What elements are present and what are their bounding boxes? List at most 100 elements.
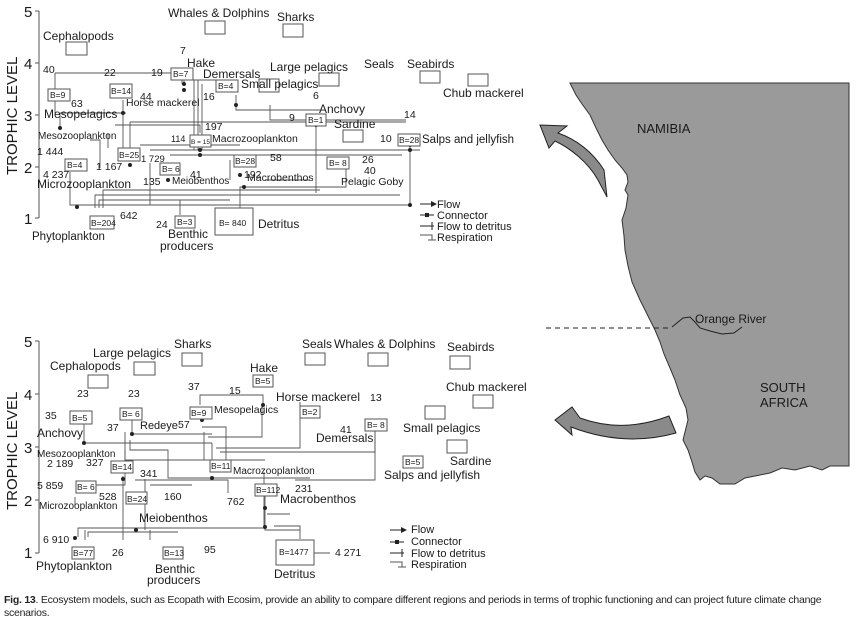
group-redeye-bottom: Redeye: [140, 420, 178, 432]
connector-dots-bottom: [73, 403, 267, 540]
value-demersals-resp-top: 16: [203, 91, 215, 103]
biomass-pelagic-goby-top: B= 8: [329, 158, 347, 168]
biomass-macrozooplankton-top: B = 15: [191, 139, 210, 146]
value-anchovy-resp-bottom: 35: [45, 410, 57, 422]
group-sharks-bottom: Sharks: [174, 337, 211, 351]
value-anchovy-resp-top: 9: [289, 112, 295, 124]
ecosystem-figure: NAMIBIA Orange River SOUTH AFRICA 5 4 3 …: [4, 4, 850, 587]
biomass-macrobenthos-top: B=28: [235, 156, 255, 166]
top-food-web: 5 4 3 2 1 TROPHIC LEVEL: [4, 4, 524, 253]
legend-flow-detritus-bottom: Flow to detritus: [411, 548, 486, 560]
legend-top: Flow Connector Flow to detritus Respirat…: [420, 199, 512, 244]
group-hake-bottom: Hake: [250, 361, 278, 375]
group-chub-mackerel-bottom: Chub mackerel: [446, 380, 527, 394]
value-macrob-resp-top: 192: [244, 169, 262, 181]
label-namibia: NAMIBIA: [637, 121, 691, 136]
group-small-pelagics-top: Small pelagics: [241, 77, 318, 91]
biomass-mesopelagics-bottom: B=9: [191, 408, 207, 418]
value-salps-detritus-top: 14: [404, 109, 416, 121]
group-sardine-bottom: Sardine: [450, 454, 492, 468]
value-goby-detritus-top: 26: [362, 154, 374, 166]
map: NAMIBIA Orange River SOUTH AFRICA: [539, 82, 850, 485]
y-tick-3: 3: [24, 108, 32, 125]
value-hake-detritus-top: 7: [180, 45, 186, 57]
group-microzooplankton-bottom: Microzooplankton: [39, 501, 117, 512]
biomass-mesozooplankton-top: B=25: [119, 150, 139, 160]
value-horse-detritus-top: 22: [104, 67, 116, 79]
value-microzoo-resp-bottom: 5 859: [37, 480, 63, 492]
y-tick-1: 1: [24, 211, 32, 228]
biomass-meiobenthos-bottom: B=24: [127, 494, 147, 504]
group-demersals-top: Demersals: [203, 67, 260, 81]
value-microzoo-detritus-top: 1 444: [37, 146, 63, 158]
empty-boxes-bottom: [87, 352, 494, 454]
label-orange-river: Orange River: [695, 312, 766, 326]
group-whales-dolphins-bottom: Whales & Dolphins: [334, 337, 435, 351]
empty-boxes: [65, 20, 489, 143]
group-small-pelagics-bottom: Small pelagics: [403, 421, 480, 435]
biomass-benthic-producers-top: B=3: [177, 217, 193, 227]
legend-connector-bottom: Connector: [411, 536, 462, 548]
orange-river: [671, 316, 743, 335]
group-seabirds-top: Seabirds: [407, 57, 454, 71]
value-mesozoo-detritus-top: 1 729: [141, 154, 165, 165]
group-chub-mackerel-top: Chub mackerel: [443, 86, 524, 100]
group-macrobenthos-top: Macrobenthos: [247, 172, 314, 184]
caption-text: . Ecosystem models, such as Ecopath with…: [4, 594, 822, 619]
group-sardine-top: Sardine: [334, 117, 376, 131]
value-hake-resp-bottom: 15: [229, 385, 241, 397]
y-tick-3-bottom: 3: [24, 440, 32, 457]
westward-current-arrow-icon: [554, 406, 677, 440]
y-tick-5: 5: [24, 4, 32, 21]
y-ticks-bottom: [35, 340, 39, 554]
biomass-mesopelagics-top: B=9: [50, 90, 66, 100]
biomass-microzooplankton-top: B=4: [67, 160, 83, 170]
group-meiobenthos-bottom: Meiobenthos: [139, 511, 208, 525]
group-hake-top: Hake: [187, 56, 215, 70]
group-sharks-top: Sharks: [277, 10, 314, 24]
biomass-macrozooplankton-bottom: B=11: [211, 461, 231, 471]
biomass-salps-bottom: B=5: [405, 457, 421, 467]
group-seals-bottom: Seals: [302, 337, 332, 351]
figure-caption: Fig. 13. Ecosystem models, such as Ecopa…: [4, 594, 854, 620]
group-macrozooplankton-top: Macrozooplankton: [212, 133, 298, 145]
y-axis-label: TROPHIC LEVEL: [4, 57, 21, 175]
legend-flow-top: Flow: [437, 199, 460, 211]
value-meio-detritus-top: 41: [190, 169, 202, 181]
y-axis-label-bottom: TROPHIC LEVEL: [4, 392, 21, 510]
group-macrozooplankton-bottom: Macrozooplankton: [233, 466, 315, 477]
y-tick-1-bottom: 1: [24, 545, 32, 562]
value-macrozoo-resp-top: 114: [171, 134, 185, 144]
group-microzooplankton-top: Microzooplankton: [37, 177, 131, 191]
group-seabirds-bottom: Seabirds: [447, 340, 494, 354]
value-redeye-resp-bottom: 37: [107, 422, 119, 434]
value-microzoo-resp-top: 4 237: [43, 169, 69, 181]
group-benthic-producers-top-2: producers: [160, 239, 213, 253]
group-mesopelagics-top: Mesopelagics: [44, 107, 117, 121]
land-mass: [569, 82, 850, 485]
value-hake-resp-top: 19: [151, 67, 163, 79]
biomass-mesozooplankton-bottom: B=14: [112, 462, 132, 472]
group-cephalopods-bottom: Cephalopods: [50, 359, 121, 373]
legend-bottom: Flow Connector Flow to detritus Respirat…: [390, 524, 486, 571]
value-mesozoo-resp-top: 1 167: [96, 161, 122, 173]
value-meso-detritus-top: 40: [43, 64, 55, 76]
group-salps-jellyfish-bottom: Salps and jellyfish: [384, 468, 480, 482]
biomass-anchovy-top: B=1: [308, 115, 324, 125]
value-detritus-export-bottom: 4 271: [335, 547, 361, 559]
legend-connector-top: Connector: [437, 210, 488, 222]
value-meio-detritus-bottom: 160: [164, 491, 182, 503]
value-macrob-resp-bottom: 762: [227, 496, 245, 508]
value-meio-resp-top: 135: [143, 176, 161, 188]
label-south-africa-2: AFRICA: [760, 395, 808, 410]
biomass-detritus-bottom: B=1477: [279, 547, 309, 557]
caption-label: Fig. 13: [4, 594, 36, 606]
group-salps-jellyfish-top: Salps and jellyfish: [422, 134, 514, 146]
biomass-detritus-top: B= 840: [219, 218, 246, 228]
biomass-salps-top: B=28: [399, 135, 419, 145]
value-microzoo-detritus-bottom: 2 189: [47, 458, 73, 470]
value-demersals-detritus-bottom: 13: [370, 392, 382, 404]
group-detritus-bottom: Detritus: [274, 567, 315, 581]
group-large-pelagics-top: Large pelagics: [270, 60, 348, 74]
biomass-demersals-bottom: B= 8: [367, 420, 385, 430]
